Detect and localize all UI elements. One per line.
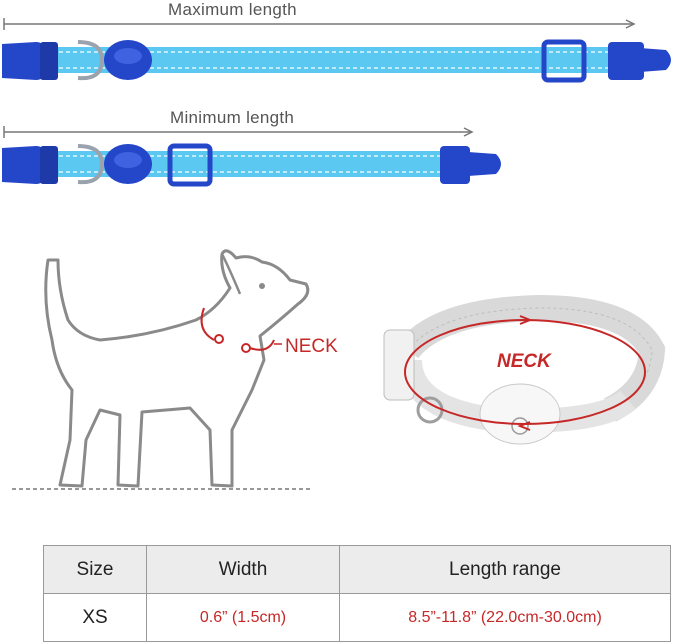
min-length-label: Minimum length — [170, 108, 295, 127]
width-value: 0.6” (1.5cm) — [146, 593, 340, 642]
dog-neck-label: NECK — [285, 336, 338, 357]
size-value: XS — [43, 593, 147, 642]
collar-neck-label: NECK — [497, 351, 551, 372]
max-length-dimension-arrow — [3, 18, 636, 30]
collar-ring-illustration — [383, 294, 666, 445]
table-row: XS 0.6” (1.5cm) 8.5”-11.8” (22.0cm-30.0c… — [43, 593, 671, 642]
min-length-dimension-arrow — [3, 126, 474, 138]
size-table: Size Width Length range XS 0.6” (1.5cm) … — [43, 545, 671, 642]
collar-min-illustration — [2, 143, 501, 187]
length-range-value: 8.5”-11.8” (22.0cm-30.0cm) — [339, 593, 671, 642]
max-length-label: Maximum length — [168, 0, 297, 19]
length-range-header: Length range — [339, 545, 671, 594]
size-table-header-row: Size Width Length range — [43, 545, 671, 594]
dog-outline-illustration — [12, 249, 312, 490]
width-header: Width — [146, 545, 340, 594]
size-header: Size — [43, 545, 147, 594]
collar-max-illustration — [2, 39, 671, 83]
